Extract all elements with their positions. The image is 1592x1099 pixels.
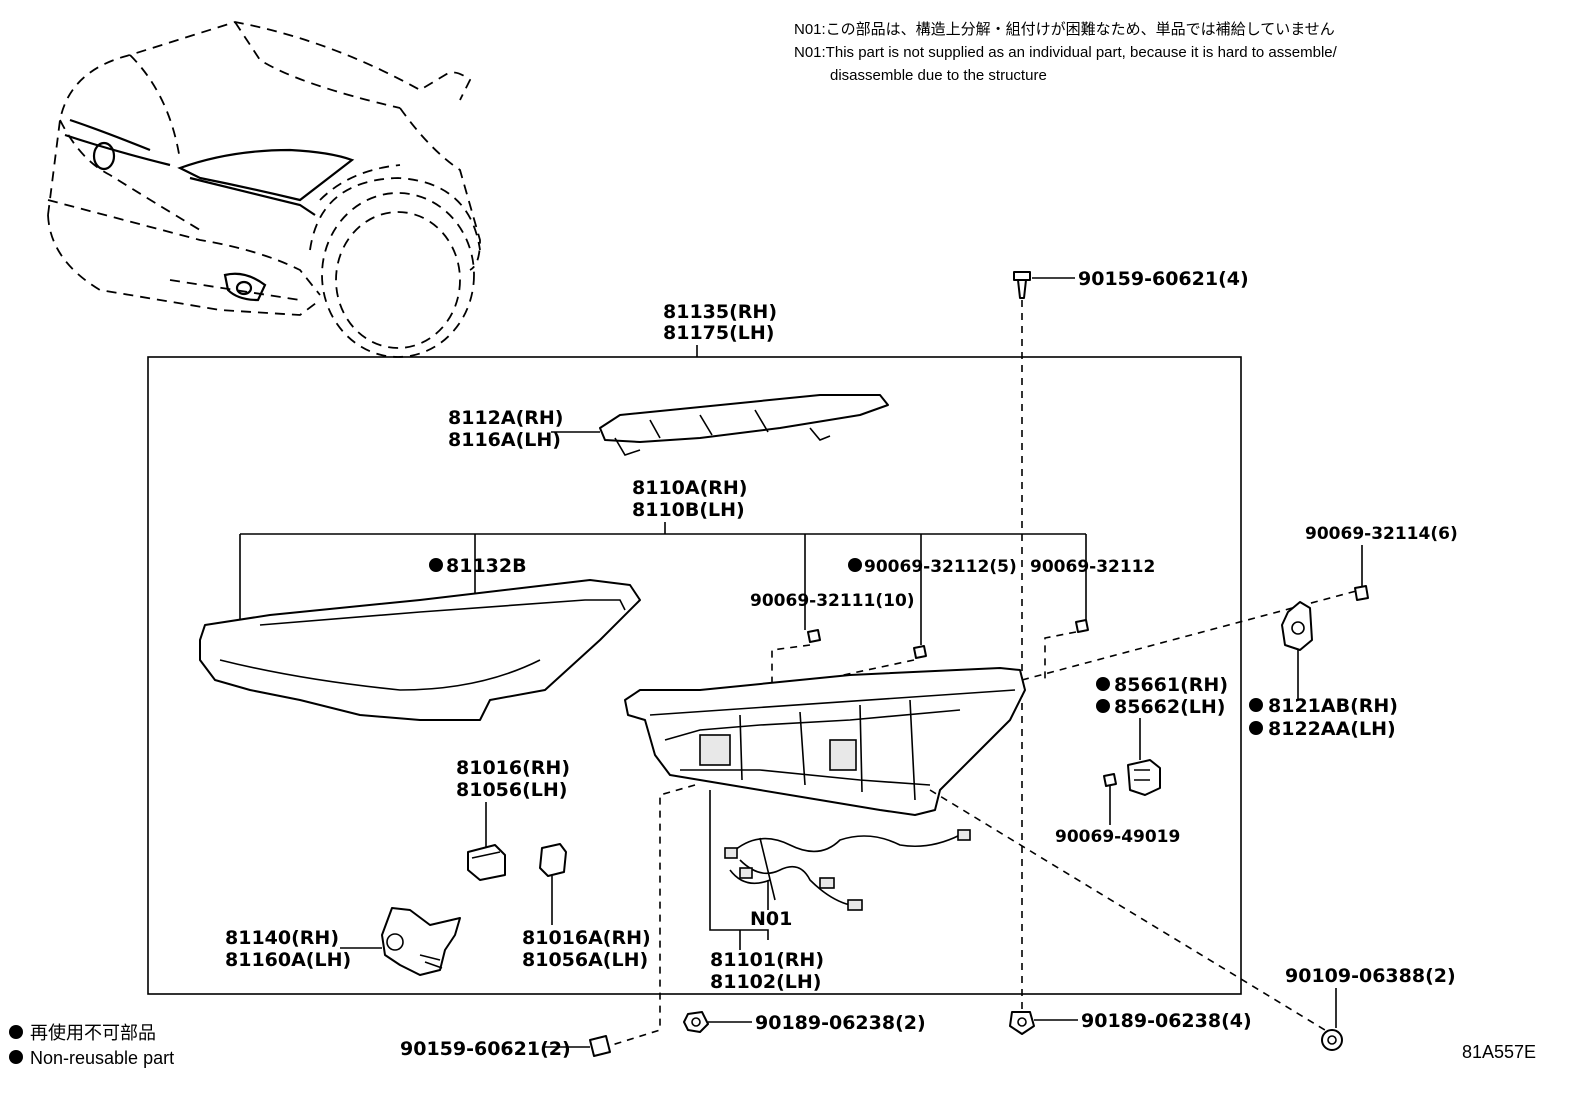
part-label-81160A[interactable]: 81160A(LH): [225, 949, 351, 971]
part-label-81056[interactable]: 81056(LH): [456, 779, 567, 801]
part-label-81175[interactable]: 81175(LH): [663, 322, 774, 344]
part-label-90069-32111-10[interactable]: 90069-32111(10): [750, 591, 915, 611]
non-reusable-dot-icon: [1249, 721, 1263, 735]
headlamp-housing-part: [624, 667, 1026, 816]
clip-nut-icon: [683, 1011, 709, 1033]
part-label-81140[interactable]: 81140(RH): [225, 927, 339, 949]
non-reusable-dot-icon: [1096, 699, 1110, 713]
bolt-washer-icon: [1321, 1029, 1343, 1051]
non-reusable-dot-icon: [429, 558, 443, 572]
non-reusable-dot-icon: [1249, 698, 1263, 712]
wiring-harness-part: [724, 829, 971, 911]
screw-icon: [589, 1035, 611, 1057]
legend-english: Non-reusable part: [30, 1048, 174, 1068]
non-reusable-dot-icon: [1096, 677, 1110, 691]
part-label-85661[interactable]: 85661(RH): [1114, 674, 1228, 696]
part-label-90069-49019[interactable]: 90069-49019: [1055, 827, 1180, 847]
non-reusable-dot-icon: [9, 1025, 23, 1039]
part-label-90189-06238-2[interactable]: 90189-06238(2): [755, 1012, 926, 1034]
part-label-90109-06388-2[interactable]: 90109-06388(2): [1285, 965, 1456, 987]
vehicle-front-illustration: [47, 21, 481, 358]
part-label-81101[interactable]: 81101(RH): [710, 949, 824, 971]
part-label-90069-32112[interactable]: 90069-32112: [1030, 557, 1155, 577]
led-module-part: [467, 844, 506, 881]
part-label-8110B[interactable]: 8110B(LH): [632, 499, 745, 521]
part-label-85662[interactable]: 85662(LH): [1114, 696, 1225, 718]
bracket-part: [1281, 601, 1313, 651]
part-label-90189-06238-4[interactable]: 90189-06238(4): [1081, 1010, 1252, 1032]
legend-japanese: 再使用不可部品: [30, 1023, 156, 1043]
screw-icon: [807, 629, 821, 643]
part-label-81132B[interactable]: 81132B: [446, 555, 527, 577]
part-label-81102[interactable]: 81102(LH): [710, 971, 821, 993]
screw-icon: [1103, 773, 1117, 787]
note-n01-english-line1: N01:This part is not supplied as an indi…: [794, 44, 1338, 61]
n01-reference-label[interactable]: N01: [750, 908, 792, 930]
part-label-90069-32112-5[interactable]: 90069-32112(5): [864, 557, 1017, 577]
screw-icon: [1354, 585, 1369, 601]
non-reusable-dot-icon: [9, 1050, 23, 1064]
part-label-81056A[interactable]: 81056A(LH): [522, 949, 648, 971]
part-label-81135[interactable]: 81135(RH): [663, 301, 777, 323]
led-driver-part: [539, 843, 567, 877]
part-label-8122AA[interactable]: 8122AA(LH): [1268, 718, 1396, 740]
headlamp-assembly-frame: [147, 356, 1242, 995]
screw-icon: [1013, 271, 1031, 299]
non-reusable-dot-icon: [848, 558, 862, 572]
headlamp-lens-part: [199, 579, 641, 721]
light-guide-part: [599, 394, 889, 456]
part-label-8121AB[interactable]: 8121AB(RH): [1268, 695, 1398, 717]
part-label-81016[interactable]: 81016(RH): [456, 757, 570, 779]
clip-nut-icon: [1009, 1011, 1035, 1035]
part-label-8110A[interactable]: 8110A(RH): [632, 477, 747, 499]
part-label-90159-60621-2[interactable]: 90159-60621(2): [400, 1038, 571, 1060]
note-n01-english-line2: disassemble due to the structure: [830, 67, 1047, 84]
screw-icon: [913, 645, 927, 659]
screw-icon: [1075, 619, 1089, 633]
note-n01-japanese: N01:この部品は、構造上分解・組付けが困難なため、単品では補給していません: [794, 21, 1335, 38]
part-label-90159-60621-4[interactable]: 90159-60621(4): [1078, 268, 1249, 290]
part-label-8112A[interactable]: 8112A(RH): [448, 407, 563, 429]
part-label-8116A[interactable]: 8116A(LH): [448, 429, 561, 451]
actuator-part: [1127, 759, 1161, 796]
reflector-part: [381, 907, 461, 976]
diagram-code: 81A557E: [1462, 1042, 1536, 1062]
part-label-81016A[interactable]: 81016A(RH): [522, 927, 651, 949]
part-label-90069-32114-6[interactable]: 90069-32114(6): [1305, 524, 1458, 544]
